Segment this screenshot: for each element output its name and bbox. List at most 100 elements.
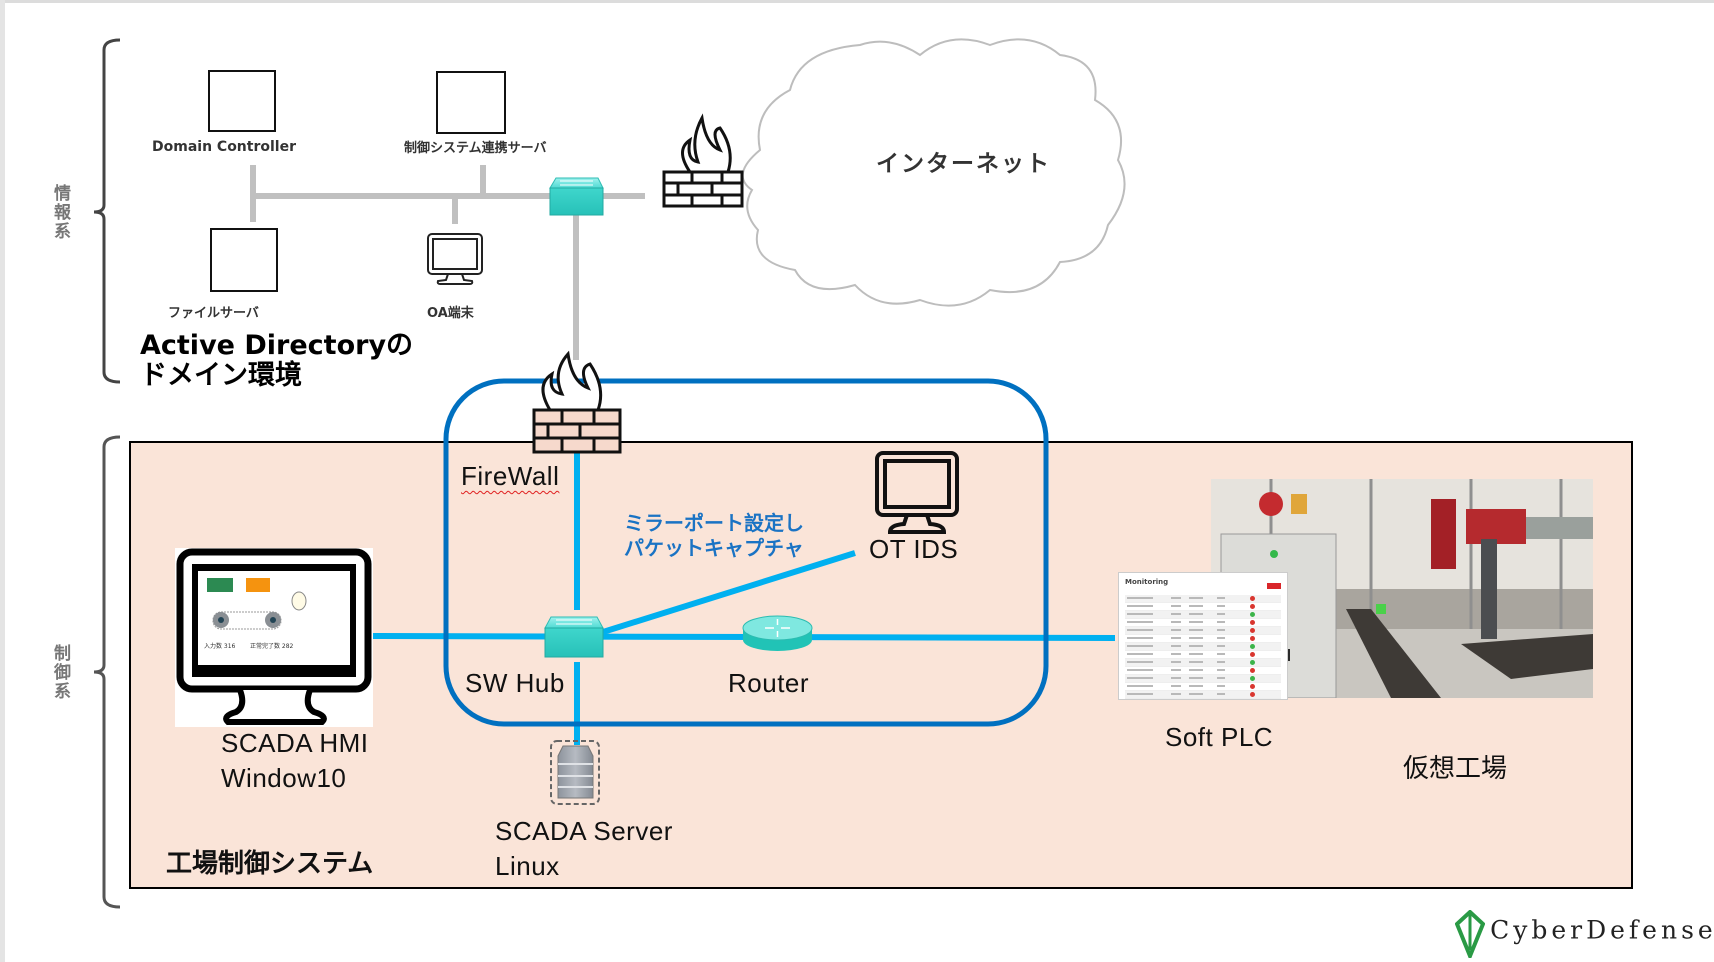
plc-table-cell [1217,629,1225,631]
plc-table-cell [1217,685,1225,687]
plc-table-cell [1171,621,1181,623]
plc-table-cell [1217,693,1225,695]
plc-table-cell [1189,621,1203,623]
plc-table-cell [1127,693,1153,695]
plc-table-cell [1127,685,1153,687]
integration-server-icon [436,71,506,134]
plc-table-cell [1127,629,1153,631]
plc-table-cell [1217,669,1225,671]
plc-status-dot-red [1250,620,1255,625]
plc-status-dot-red [1250,628,1255,633]
mirror-port-note-line2: パケットキャプチャ [624,536,804,560]
plc-table-row [1125,611,1281,619]
plc-table-cell [1127,597,1153,599]
plc-status-dot-red [1250,684,1255,689]
ad-domain-title-line2: ドメイン環境 [140,360,302,391]
plc-status-dot-green [1250,644,1255,649]
hmi-input-count: 入力数 316 [204,643,236,650]
plc-table-cell [1127,605,1153,607]
oa-terminal-icon [427,233,483,285]
plc-table-row [1125,595,1281,603]
plc-status-dot-red [1250,604,1255,609]
plc-table-cell [1217,661,1225,663]
ot-bracket [93,435,121,909]
plc-table-row [1125,627,1281,635]
mirror-port-note: ミラーポート設定し パケットキャプチャ [624,511,804,561]
plc-table-cell [1171,629,1181,631]
plc-table-cell [1189,629,1203,631]
plc-table-cell [1189,669,1203,671]
scada-hmi-label-line1: SCADA HMI [221,728,369,758]
plc-screen-title: Monitoring [1125,578,1169,586]
plc-table-row [1125,619,1281,627]
plc-status-table [1125,595,1281,699]
plc-table-row [1125,683,1281,691]
firewall-label: FireWall [461,461,559,492]
plc-table-cell [1189,645,1203,647]
firewall-label-text: FireWall [461,461,560,491]
internet-firewall-icon [662,113,744,208]
oa-terminal-label: OA端末 [427,306,474,321]
ot-ids-icon [875,451,959,534]
plc-table-cell [1217,597,1225,599]
plc-status-dot-red [1250,652,1255,657]
it-section-label: 情報系 [50,184,70,241]
plc-table-cell [1171,653,1181,655]
scada-server-icon [550,740,600,805]
plc-table-cell [1171,661,1181,663]
plc-status-dot-green [1250,660,1255,665]
ad-domain-title-line1: Active Directoryの [140,330,414,361]
plc-table-cell [1217,605,1225,607]
plc-status-dot-red [1250,668,1255,673]
cyberdefense-logo-text: CyberDefense [1490,915,1714,945]
cyberdefense-logo-icon [1454,909,1486,962]
plc-table-cell [1189,605,1203,607]
plc-table-cell [1127,645,1153,647]
plc-status-dot-green [1250,676,1255,681]
scada-server-label: SCADA Server Linux [495,814,673,884]
sw-hub-icon [544,616,604,658]
plc-table-row [1125,635,1281,643]
plc-table-cell [1127,637,1153,639]
plc-table-row [1125,659,1281,667]
plc-table-row [1125,651,1281,659]
ot-links [372,452,1116,745]
plc-status-dot-red [1250,636,1255,641]
plc-table-cell [1189,597,1203,599]
plc-table-row [1125,667,1281,675]
file-server-label: ファイルサーバ [168,306,259,321]
plc-table-cell [1127,677,1153,679]
it-switch-icon [549,177,604,216]
plc-table-cell [1127,661,1153,663]
plc-table-cell [1189,685,1203,687]
ot-firewall-icon [532,350,622,454]
security-zone-boundary [443,378,1049,727]
plc-status-dot-red [1250,596,1255,601]
plc-table-cell [1189,637,1203,639]
scada-server-label-line2: Linux [495,851,560,881]
plc-table-cell [1171,613,1181,615]
plc-table-row [1125,675,1281,683]
ot-ids-label: OT IDS [869,534,959,564]
plc-table-cell [1171,597,1181,599]
plc-table-cell [1127,621,1153,623]
plc-screen-button [1267,583,1281,589]
plc-table-cell [1189,653,1203,655]
cyberdefense-logo: CyberDefense [1454,909,1714,962]
sw-hub-label: SW Hub [465,668,565,698]
plc-table-cell [1217,613,1225,615]
plc-table-cell [1189,693,1203,695]
window-top-border [0,0,1714,3]
plc-table-cell [1189,661,1203,663]
plc-table-cell [1217,637,1225,639]
hmi-completed-count: 正常完了数 282 [250,643,294,650]
plc-status-dot-green [1250,612,1255,617]
router-label: Router [728,668,810,698]
mirror-port-note-line1: ミラーポート設定し [624,511,804,535]
scada-hmi-icon [175,548,373,727]
plc-table-row [1125,603,1281,611]
plc-table-cell [1127,669,1153,671]
soft-plc-label: Soft PLC [1165,722,1274,752]
soft-plc-screenshot: Monitoring [1118,572,1288,700]
ot-section-label: 制御系 [50,644,70,701]
